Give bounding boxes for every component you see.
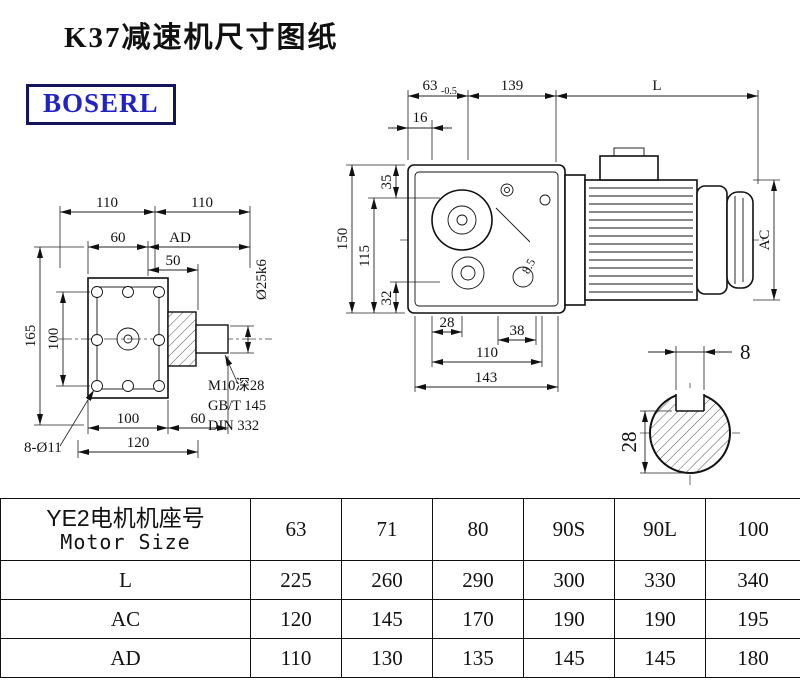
dim-38: 38 [510, 323, 525, 339]
row-label-L: L [0, 560, 251, 600]
dim-50: 50 [166, 253, 181, 269]
table-row-AC: AC 120 145 170 190 190 195 [0, 599, 800, 639]
cell-AC-4: 190 [614, 599, 706, 639]
cell-L-0: 225 [250, 560, 342, 600]
front-view: 63 -0.5 139 L 16 150 115 35 32 [335, 78, 780, 392]
motor-size-90S: 90S [523, 498, 615, 561]
cell-AD-2: 135 [432, 638, 524, 678]
dim-110: 110 [476, 345, 498, 361]
cell-L-1: 260 [341, 560, 433, 600]
motor-fins [589, 187, 693, 293]
table-row-L: L 225 260 290 300 330 340 [0, 560, 800, 600]
dim-35: 35 [379, 175, 395, 190]
dim-key-depth: 28 [617, 432, 641, 453]
cell-AD-1: 130 [341, 638, 433, 678]
cell-AC-0: 120 [250, 599, 342, 639]
dim-139: 139 [501, 78, 524, 94]
page-title: K37减速机尺寸图纸 [64, 22, 339, 54]
boserl-logo: BOSERL [26, 84, 176, 125]
cell-AD-5: 180 [705, 638, 800, 678]
dim-28: 28 [440, 315, 455, 331]
left-side-view: 110 110 60 AD 50 Ø25k6 165 100 [23, 195, 272, 458]
motor [564, 147, 754, 306]
cell-AD-4: 145 [614, 638, 706, 678]
dim-60-top: 60 [111, 230, 126, 246]
motor-size-label-cn: YE2电机机座号 [46, 504, 205, 531]
note-gbt: GB/T 145 [208, 398, 266, 414]
dim-100-vertical: 100 [46, 328, 62, 351]
cell-AC-5: 195 [705, 599, 800, 639]
cell-L-5: 340 [705, 560, 800, 600]
row-label-AC: AC [0, 599, 251, 639]
dim-L: L [652, 78, 661, 94]
holes-callout: 8-Ø11 [24, 440, 62, 456]
cell-L-3: 300 [523, 560, 615, 600]
boserl-logo-text: BOSERL [43, 88, 159, 118]
motor-size-80: 80 [432, 498, 524, 561]
cell-AD-3: 145 [523, 638, 615, 678]
cell-AC-2: 170 [432, 599, 524, 639]
note-m10: M10深28 [208, 377, 264, 394]
dim-32: 32 [379, 291, 395, 306]
motor-size-63: 63 [250, 498, 342, 561]
dim-143: 143 [475, 370, 498, 386]
technical-drawing: 110 110 60 AD 50 Ø25k6 165 100 [23, 78, 780, 485]
dim-8_5: 8.5 [519, 256, 538, 276]
dim-ad: AD [169, 230, 191, 246]
table-header-row: YE2电机机座号 Motor Size 63 71 80 90S 90L 100 [0, 498, 800, 561]
dim-60-bottom: 60 [191, 411, 206, 427]
cell-L-2: 290 [432, 560, 524, 600]
dim-165: 165 [23, 325, 39, 348]
dim-63-tolerance: -0.5 [441, 86, 457, 97]
dim-150: 150 [335, 228, 351, 251]
note-din: DIN 332 [208, 418, 259, 434]
dim-16: 16 [413, 110, 429, 126]
dim-100-bottom: 100 [117, 411, 140, 427]
motor-size-label-en: Motor Size [60, 530, 191, 555]
table-row-AD: AD 110 130 135 145 145 180 [0, 638, 800, 678]
motor-size-header-cell: YE2电机机座号 Motor Size [0, 498, 251, 561]
row-label-AD: AD [0, 638, 251, 678]
dimension-table: YE2电机机座号 Motor Size 63 71 80 90S 90L 100… [0, 498, 800, 678]
motor-size-71: 71 [341, 498, 433, 561]
dim-key-width: 8 [740, 340, 751, 364]
cell-AD-0: 110 [250, 638, 342, 678]
dim-110a: 110 [96, 195, 118, 211]
cell-L-4: 330 [614, 560, 706, 600]
motor-size-90L: 90L [614, 498, 706, 561]
dim-63: 63 [423, 78, 438, 94]
cell-AC-3: 190 [523, 599, 615, 639]
dim-AC: AC [757, 230, 773, 251]
cell-AC-1: 145 [341, 599, 433, 639]
shaft-section-view: 8 28 [617, 340, 751, 485]
dim-115: 115 [357, 245, 373, 267]
dim-120: 120 [127, 435, 150, 451]
dim-shaft-dia: Ø25k6 [254, 259, 270, 300]
motor-size-100: 100 [705, 498, 800, 561]
dim-110b: 110 [191, 195, 213, 211]
